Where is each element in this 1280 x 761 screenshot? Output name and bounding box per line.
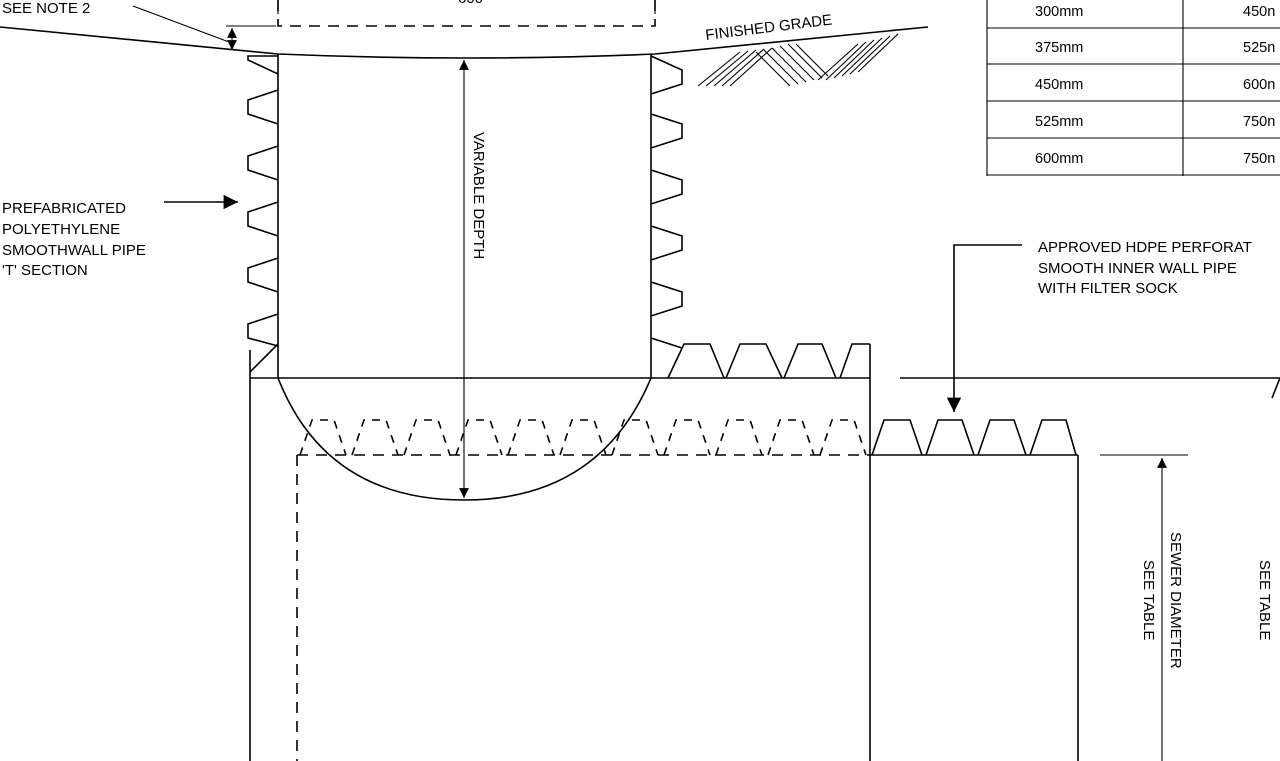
top-dimension-label: 600: [458, 0, 483, 7]
table-cell-sewer: 375mm: [1035, 40, 1083, 56]
sewer-diameter-label: SEWER DIAMETER: [1167, 532, 1184, 669]
table-cell-value: 450n: [1243, 4, 1275, 20]
table-cell-value: 525n: [1243, 40, 1275, 56]
variable-depth-label: VARIABLE DEPTH: [470, 132, 487, 259]
svg-text:POLYETHYLENE: POLYETHYLENE: [2, 221, 120, 238]
table-cell-sewer: 300mm: [1035, 4, 1083, 20]
ground-line: [0, 26, 929, 59]
see-note-label: SEE NOTE 2: [2, 0, 90, 17]
hdpe-leader-arrow: [946, 244, 1022, 412]
upper-corrugations: [667, 343, 870, 379]
riser-left-corrugations: [247, 55, 279, 373]
table-cell-value: 750n: [1243, 151, 1275, 167]
svg-text:APPROVED HDPE PERFORAT: APPROVED HDPE PERFORAT: [1038, 239, 1252, 256]
hdpe-label: APPROVED HDPE PERFORAT SMOOTH INNER WALL…: [1038, 239, 1252, 297]
svg-text:SMOOTHWALL PIPE: SMOOTHWALL PIPE: [2, 242, 146, 259]
tee-bowl: [277, 377, 652, 501]
table-cell-sewer: 450mm: [1035, 77, 1083, 93]
sewer-see-table-label: SEE TABLE: [1140, 560, 1157, 640]
soil-hatch: [697, 33, 899, 87]
svg-text:WITH FILTER SOCK: WITH FILTER SOCK: [1038, 280, 1178, 297]
lower-corrugations: [871, 419, 1077, 456]
hidden-corrugations: [299, 419, 867, 456]
table-cell-value: 600n: [1243, 77, 1275, 93]
svg-text:'T' SECTION: 'T' SECTION: [2, 262, 88, 279]
table-cell-value: 750n: [1243, 114, 1275, 130]
cap-outline: [277, 0, 656, 27]
see-note-leader: [132, 5, 230, 43]
svg-text:SMOOTH INNER WALL PIPE: SMOOTH INNER WALL PIPE: [1038, 260, 1237, 277]
svg-text:PREFABRICATED: PREFABRICATED: [2, 200, 126, 217]
prefab-label: PREFABRICATED POLYETHYLENE SMOOTHWALL PI…: [2, 200, 146, 279]
see-table-label: SEE TABLE: [1256, 560, 1273, 640]
finished-grade-label: FINISHED GRADE: [704, 12, 833, 44]
table-cell-sewer: 600mm: [1035, 151, 1083, 167]
size-table: 300mm 450n 375mm 525n 450mm 600n 525mm 7…: [986, 0, 1280, 176]
riser-right-corrugations: [650, 55, 683, 349]
table-cell-sewer: 525mm: [1035, 114, 1083, 130]
